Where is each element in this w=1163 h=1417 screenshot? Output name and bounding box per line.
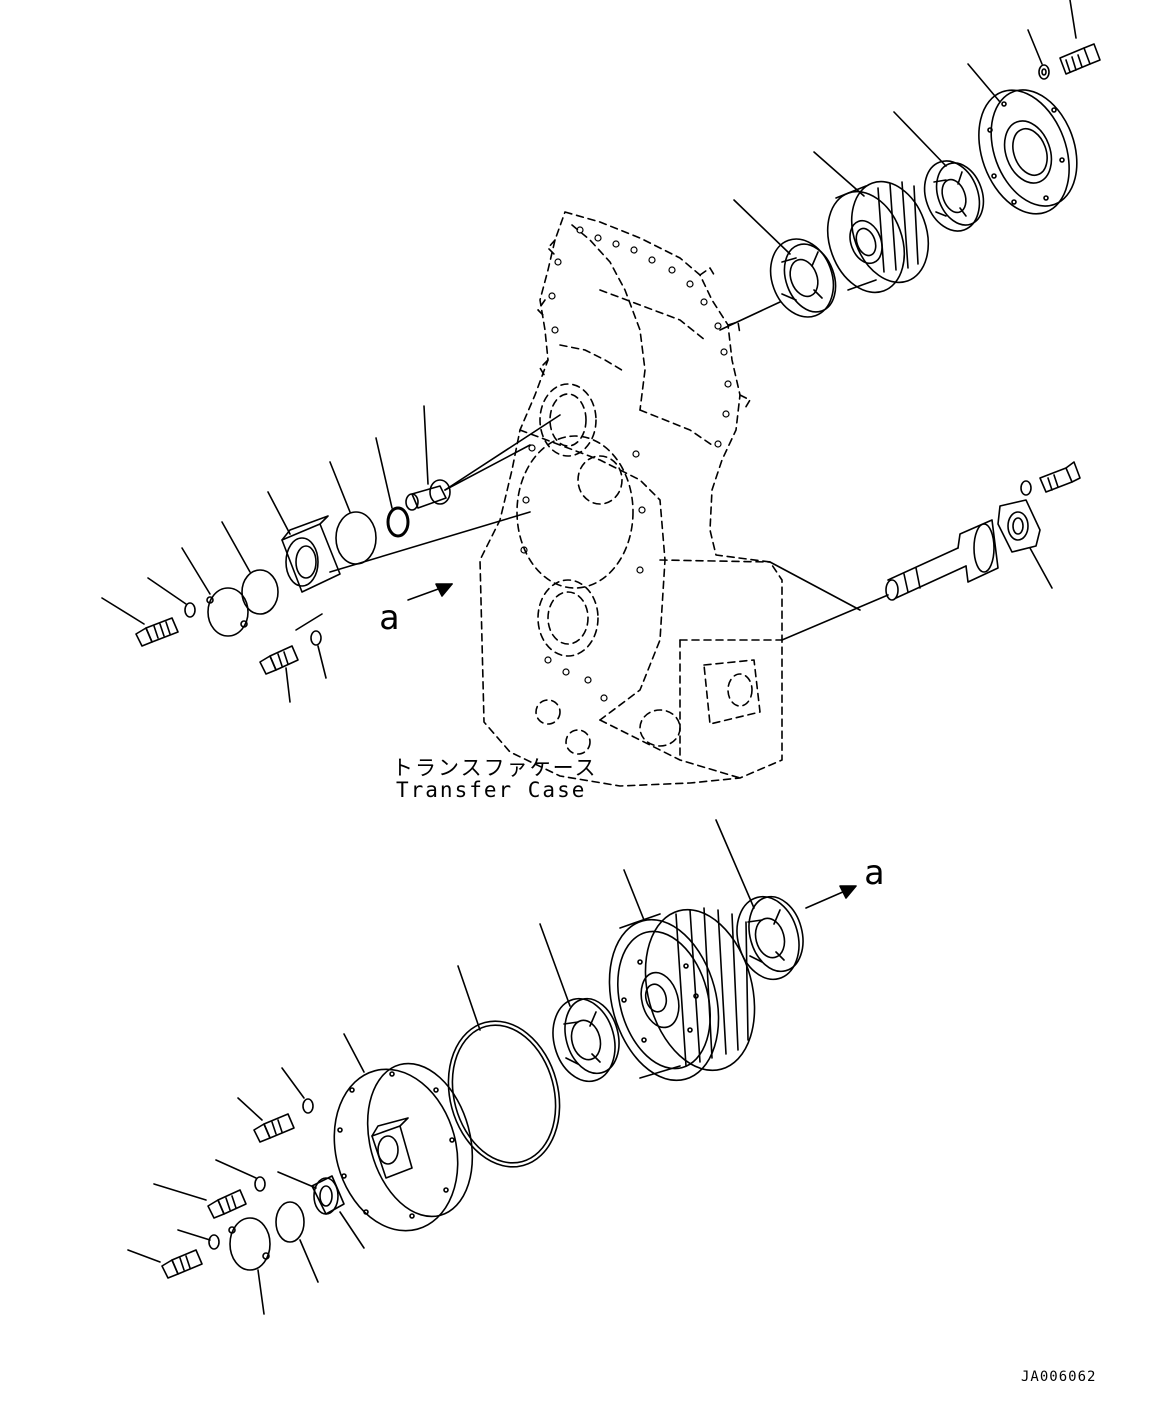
leader-lower-bearing-left: [539, 923, 571, 1007]
lower-washer-3: [208, 1234, 220, 1250]
upper-washer: [1038, 64, 1050, 80]
leader-cover-to-case: [329, 511, 531, 573]
lower-washer-2: [254, 1176, 266, 1192]
leader-washer-1: [147, 577, 187, 605]
leader-hub-to-washer: [277, 1171, 317, 1189]
lower-bearing-left: [552, 997, 620, 1083]
right-bolt: [1039, 461, 1081, 493]
upper-bearing-1: [769, 238, 837, 318]
leader-snap-ring: [375, 437, 393, 509]
left-snap-ring: [386, 506, 410, 538]
lower-bolt-1: [253, 1113, 295, 1143]
output-shaft: [885, 519, 999, 601]
component-label-en: Transfer Case: [396, 778, 587, 802]
leader-small-o-ring: [221, 521, 251, 573]
view-arrow-a-lower: [805, 885, 857, 909]
leader-lower-cover: [343, 1033, 365, 1073]
leader-o-ring: [329, 461, 351, 513]
left-bolt-1: [135, 617, 179, 647]
leader-upper-bearing-2: [893, 111, 947, 167]
leader-lower-hub: [339, 1211, 365, 1249]
drawing-code: JA006062: [1021, 1369, 1097, 1385]
leader-right-flange: [1029, 547, 1053, 589]
transfer-case-bores: [516, 383, 753, 755]
upper-gear: [826, 180, 930, 294]
view-marker-end: a: [864, 853, 885, 893]
left-bearing-cover: [281, 515, 341, 593]
lower-hub-flange: [311, 1175, 345, 1215]
upper-bearing-2: [923, 160, 985, 232]
leader-lower-small-cover: [257, 1269, 265, 1315]
lower-bearing-right: [736, 895, 804, 981]
leader-lower-washer-1: [281, 1067, 305, 1099]
left-pin: [405, 479, 451, 511]
leader-lower-bearing-right: [715, 819, 755, 909]
leader-lower-gear: [623, 869, 645, 921]
leader-bolt-2: [285, 667, 291, 703]
lower-large-o-ring: [447, 1020, 561, 1168]
lower-washer-1: [302, 1098, 314, 1114]
leader-lower-bolt-2: [153, 1183, 207, 1201]
leader-case-to-upper-bearing: [719, 301, 781, 331]
component-label-jp: トランスファケース: [392, 756, 598, 780]
leader-shaft-to-case-2: [781, 594, 889, 641]
lower-bolt-3: [161, 1249, 203, 1279]
lower-bolt-2: [207, 1189, 247, 1219]
leader-upper-bolt: [1069, 0, 1077, 39]
leader-lower-small-o-ring: [299, 1239, 319, 1283]
left-o-ring: [335, 511, 377, 565]
leader-washer-2: [317, 645, 327, 679]
view-arrow-a-upper: [407, 583, 453, 601]
left-small-cover: [206, 587, 249, 637]
leader-upper-bearing-1: [733, 199, 791, 255]
leader-lower-washer-3: [177, 1229, 211, 1241]
leader-upper-cover: [967, 63, 1001, 103]
right-flange-cover: [997, 499, 1041, 553]
right-washer: [1020, 480, 1032, 496]
leader-case-to-shaft-2: [444, 414, 561, 491]
lower-cover: [333, 1062, 474, 1232]
lower-small-cover: [228, 1217, 271, 1271]
leader-lower-bolt-3: [127, 1249, 161, 1263]
leader-bolt2-to-cover: [295, 613, 323, 631]
upper-bolt: [1059, 43, 1101, 75]
left-washer-1: [184, 602, 196, 618]
transfer-case-housing: [479, 211, 783, 787]
leader-left-pin: [423, 405, 429, 485]
leader-lower-washer-2: [215, 1159, 257, 1179]
view-marker-start: a: [379, 598, 400, 638]
lower-gear: [608, 907, 756, 1082]
left-washer-2: [310, 630, 322, 646]
leader-lower-bolt-1: [237, 1097, 263, 1121]
leader-shaft-to-case: [769, 561, 861, 611]
leader-lower-o-ring: [457, 965, 481, 1031]
transfer-case-bolt-holes: [520, 226, 732, 702]
leader-bolt-1: [101, 597, 145, 625]
leader-bearing-cover: [267, 491, 291, 535]
left-bolt-2: [259, 645, 299, 675]
upper-cover-plate: [978, 89, 1078, 215]
leader-upper-gear: [813, 151, 865, 197]
lower-small-o-ring: [275, 1201, 305, 1243]
leader-case-to-shaft: [444, 444, 531, 491]
leader-small-cover: [181, 547, 211, 595]
left-small-o-ring: [241, 569, 279, 615]
leader-upper-washer: [1027, 29, 1043, 65]
